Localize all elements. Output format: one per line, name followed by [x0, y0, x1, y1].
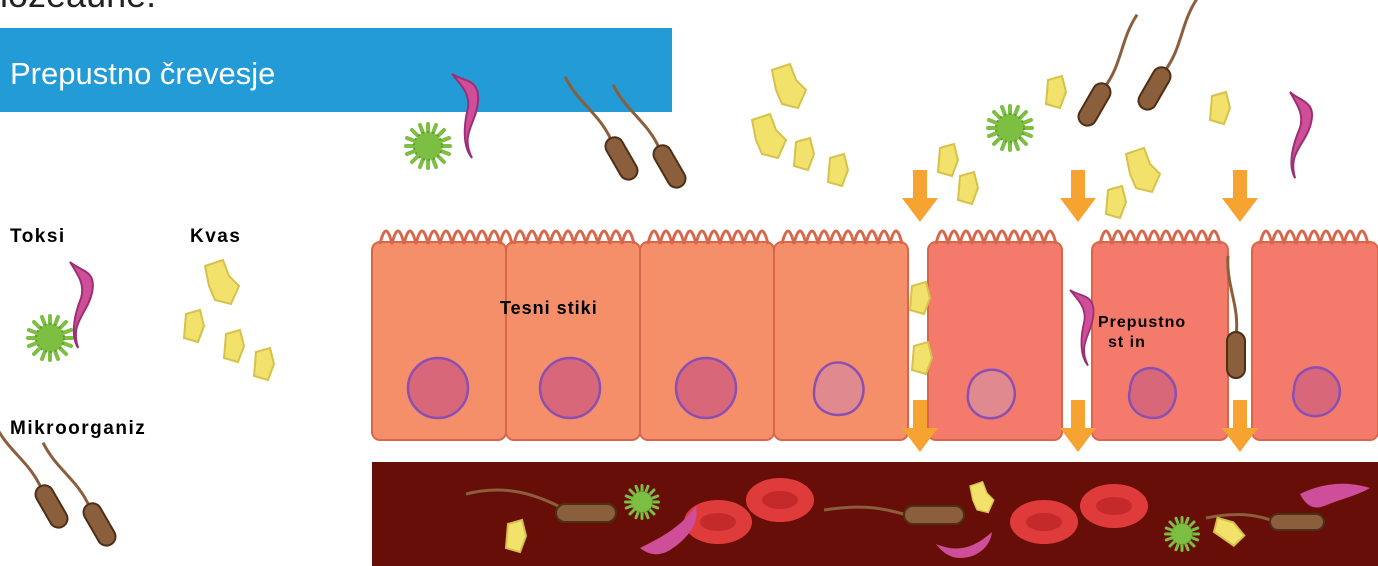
legend-toxin-icon [28, 262, 96, 360]
permeability-label-line1: Prepustno [1098, 314, 1186, 332]
tight-junctions-label: Tesni stiki [500, 298, 598, 319]
legend-yeast-label: Kvas [190, 226, 241, 248]
legend-yeast-icon [184, 260, 274, 380]
lumen-organisms [406, 0, 1316, 218]
permeability-label-line2: st in [1108, 334, 1146, 352]
legend-microbes-label: Mikroorganiz [10, 418, 146, 440]
legend-toxins-label: Toksi [10, 226, 66, 248]
